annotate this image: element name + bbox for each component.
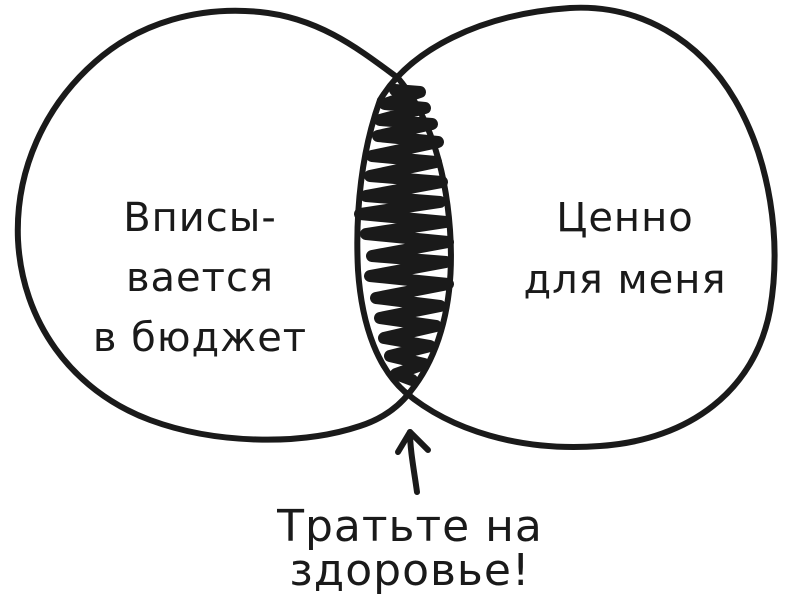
left-set-label-line-3: в бюджет [92,315,308,361]
right-set-arc-inner [354,97,408,395]
right-set-label: Ценно для меня [520,198,730,322]
left-set-circle [14,7,413,443]
intersection-scribble [354,84,454,386]
left-set-label-line-2: вается [125,255,275,301]
venn-diagram [14,4,778,495]
right-set-circle [377,4,778,450]
right-set-label-line-1: Ценно [556,195,694,241]
right-set-label-line-2: для меня [523,257,727,303]
arrow-head [395,429,431,455]
intersection-caption: Тратьте на здоровье! [277,501,543,596]
left-set-label-line-1: Вписы- [123,195,277,241]
left-set-label: Вписы- вается в бюджет [80,198,320,378]
